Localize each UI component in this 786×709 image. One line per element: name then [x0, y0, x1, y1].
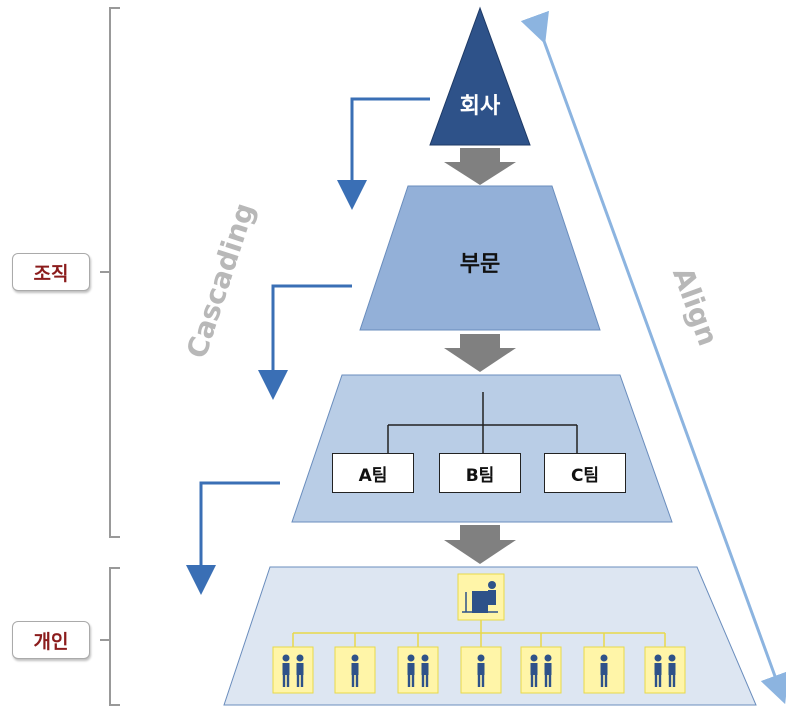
person-body: [654, 663, 662, 675]
down-arrow-2: [444, 334, 516, 372]
person-body: [477, 663, 485, 675]
person-icon: [407, 654, 415, 662]
staff-box: [397, 646, 439, 694]
person-leg: [668, 675, 672, 687]
person-leg: [355, 675, 359, 687]
person-leg: [477, 675, 481, 687]
person-leg: [407, 675, 411, 687]
person-leg: [534, 675, 538, 687]
down-arrow-1: [444, 148, 516, 185]
person-body: [351, 663, 359, 675]
person-body: [421, 663, 429, 675]
org-label: 조직: [12, 253, 90, 291]
person-body: [668, 663, 676, 675]
align-arrow: [520, 10, 786, 705]
person-leg: [300, 675, 304, 687]
staff-icons: [272, 646, 686, 694]
person-leg: [548, 675, 552, 687]
team-tier: [291, 374, 673, 523]
team-c-box: C팀: [544, 453, 626, 493]
person-leg: [296, 675, 300, 687]
person-body: [296, 663, 304, 675]
person-body: [600, 663, 608, 675]
team-b-box: B팀: [439, 453, 521, 493]
person-leg: [654, 675, 658, 687]
person-icon: [600, 654, 608, 662]
staff-box: [644, 646, 686, 694]
cascade-arrow-2: [258, 284, 352, 400]
person-leg: [600, 675, 604, 687]
manager-icon: [457, 573, 505, 621]
person-body: [530, 663, 538, 675]
person-icon: [668, 654, 676, 662]
org-bracket: [109, 7, 120, 538]
division-label: 부문: [459, 252, 501, 277]
person-body: [282, 663, 290, 675]
person-icon: [282, 654, 290, 662]
cascade-arrow-1: [337, 97, 430, 210]
person-icon: [544, 654, 552, 662]
team-a-box: A팀: [332, 453, 414, 493]
down-arrow-3: [444, 525, 516, 564]
individual-label: 개인: [12, 621, 90, 659]
person-icon: [654, 654, 662, 662]
person-leg: [658, 675, 662, 687]
person-leg: [544, 675, 548, 687]
person-icon: [530, 654, 538, 662]
staff-box: [520, 646, 562, 694]
person-icon: [477, 654, 485, 662]
person-leg: [282, 675, 286, 687]
company-tier: [429, 6, 531, 146]
person-icon: [351, 654, 359, 662]
person-leg: [351, 675, 355, 687]
staff-box: [272, 646, 314, 694]
company-label: 회사: [459, 94, 501, 119]
person-leg: [530, 675, 534, 687]
person-body: [544, 663, 552, 675]
person-leg: [481, 675, 485, 687]
person-leg: [411, 675, 415, 687]
person-leg: [604, 675, 608, 687]
person-icon: [421, 654, 429, 662]
person-leg: [425, 675, 429, 687]
person-body: [407, 663, 415, 675]
person-leg: [672, 675, 676, 687]
cascade-arrow-3: [186, 481, 280, 595]
individual-bracket: [109, 567, 120, 706]
person-leg: [421, 675, 425, 687]
person-leg: [286, 675, 290, 687]
person-icon: [296, 654, 304, 662]
